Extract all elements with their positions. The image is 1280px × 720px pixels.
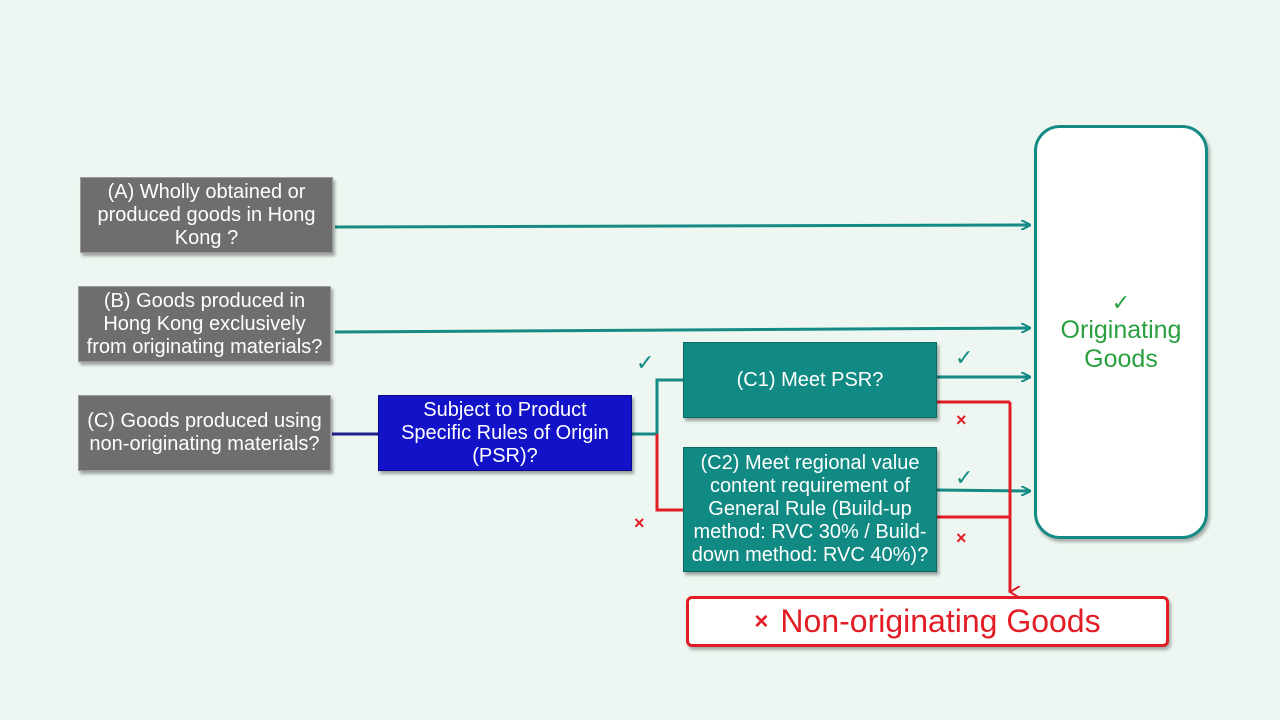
originating-label: Originating Goods: [1060, 316, 1182, 373]
c1-yes-check-icon: ✓: [955, 345, 974, 370]
box-c2-text: (C2) Meet regional value content require…: [691, 452, 929, 566]
arrow-a-to-originating: [334, 225, 1030, 227]
box-a-wholly-obtained: (A) Wholly obtained or produced goods in…: [80, 177, 333, 253]
originating-check-icon: ✓: [1111, 290, 1131, 315]
box-a-text: (A) Wholly obtained or produced goods in…: [97, 180, 316, 249]
outcome-non-originating-goods: × Non-originating Goods: [686, 596, 1169, 647]
psr-no-cross-icon: ×: [634, 513, 645, 533]
non-originating-cross-icon: ×: [754, 607, 769, 635]
box-psr-question: Subject to Product Specific Rules of Ori…: [378, 395, 632, 471]
arrow-c2-to-originating: [936, 490, 1030, 491]
connector-psr-yes-to-c1: [655, 378, 683, 434]
box-c1-meet-psr: (C1) Meet PSR?: [683, 342, 937, 418]
box-c2-regional-value-content: (C2) Meet regional value content require…: [683, 447, 937, 572]
c2-yes-check-icon: ✓: [955, 465, 974, 490]
psr-yes-check-icon: ✓: [636, 350, 655, 375]
c2-no-cross-icon: ×: [956, 528, 967, 548]
box-c-text: (C) Goods produced using non-originating…: [87, 410, 322, 455]
box-b-text: (B) Goods produced in Hong Kong exclusiv…: [86, 289, 323, 358]
non-originating-label: Non-originating Goods: [780, 603, 1101, 639]
box-psr-text: Subject to Product Specific Rules of Ori…: [401, 398, 609, 467]
c1-no-cross-icon: ×: [956, 410, 967, 430]
outcome-originating-goods: ✓ Originating Goods: [1034, 125, 1208, 539]
box-c1-text: (C1) Meet PSR?: [736, 368, 884, 391]
box-b-originating-materials: (B) Goods produced in Hong Kong exclusiv…: [78, 286, 331, 362]
connector-psr-no-to-c2: [655, 434, 683, 512]
arrow-b-to-originating: [334, 328, 1030, 334]
box-c-non-originating-materials: (C) Goods produced using non-originating…: [78, 395, 331, 471]
